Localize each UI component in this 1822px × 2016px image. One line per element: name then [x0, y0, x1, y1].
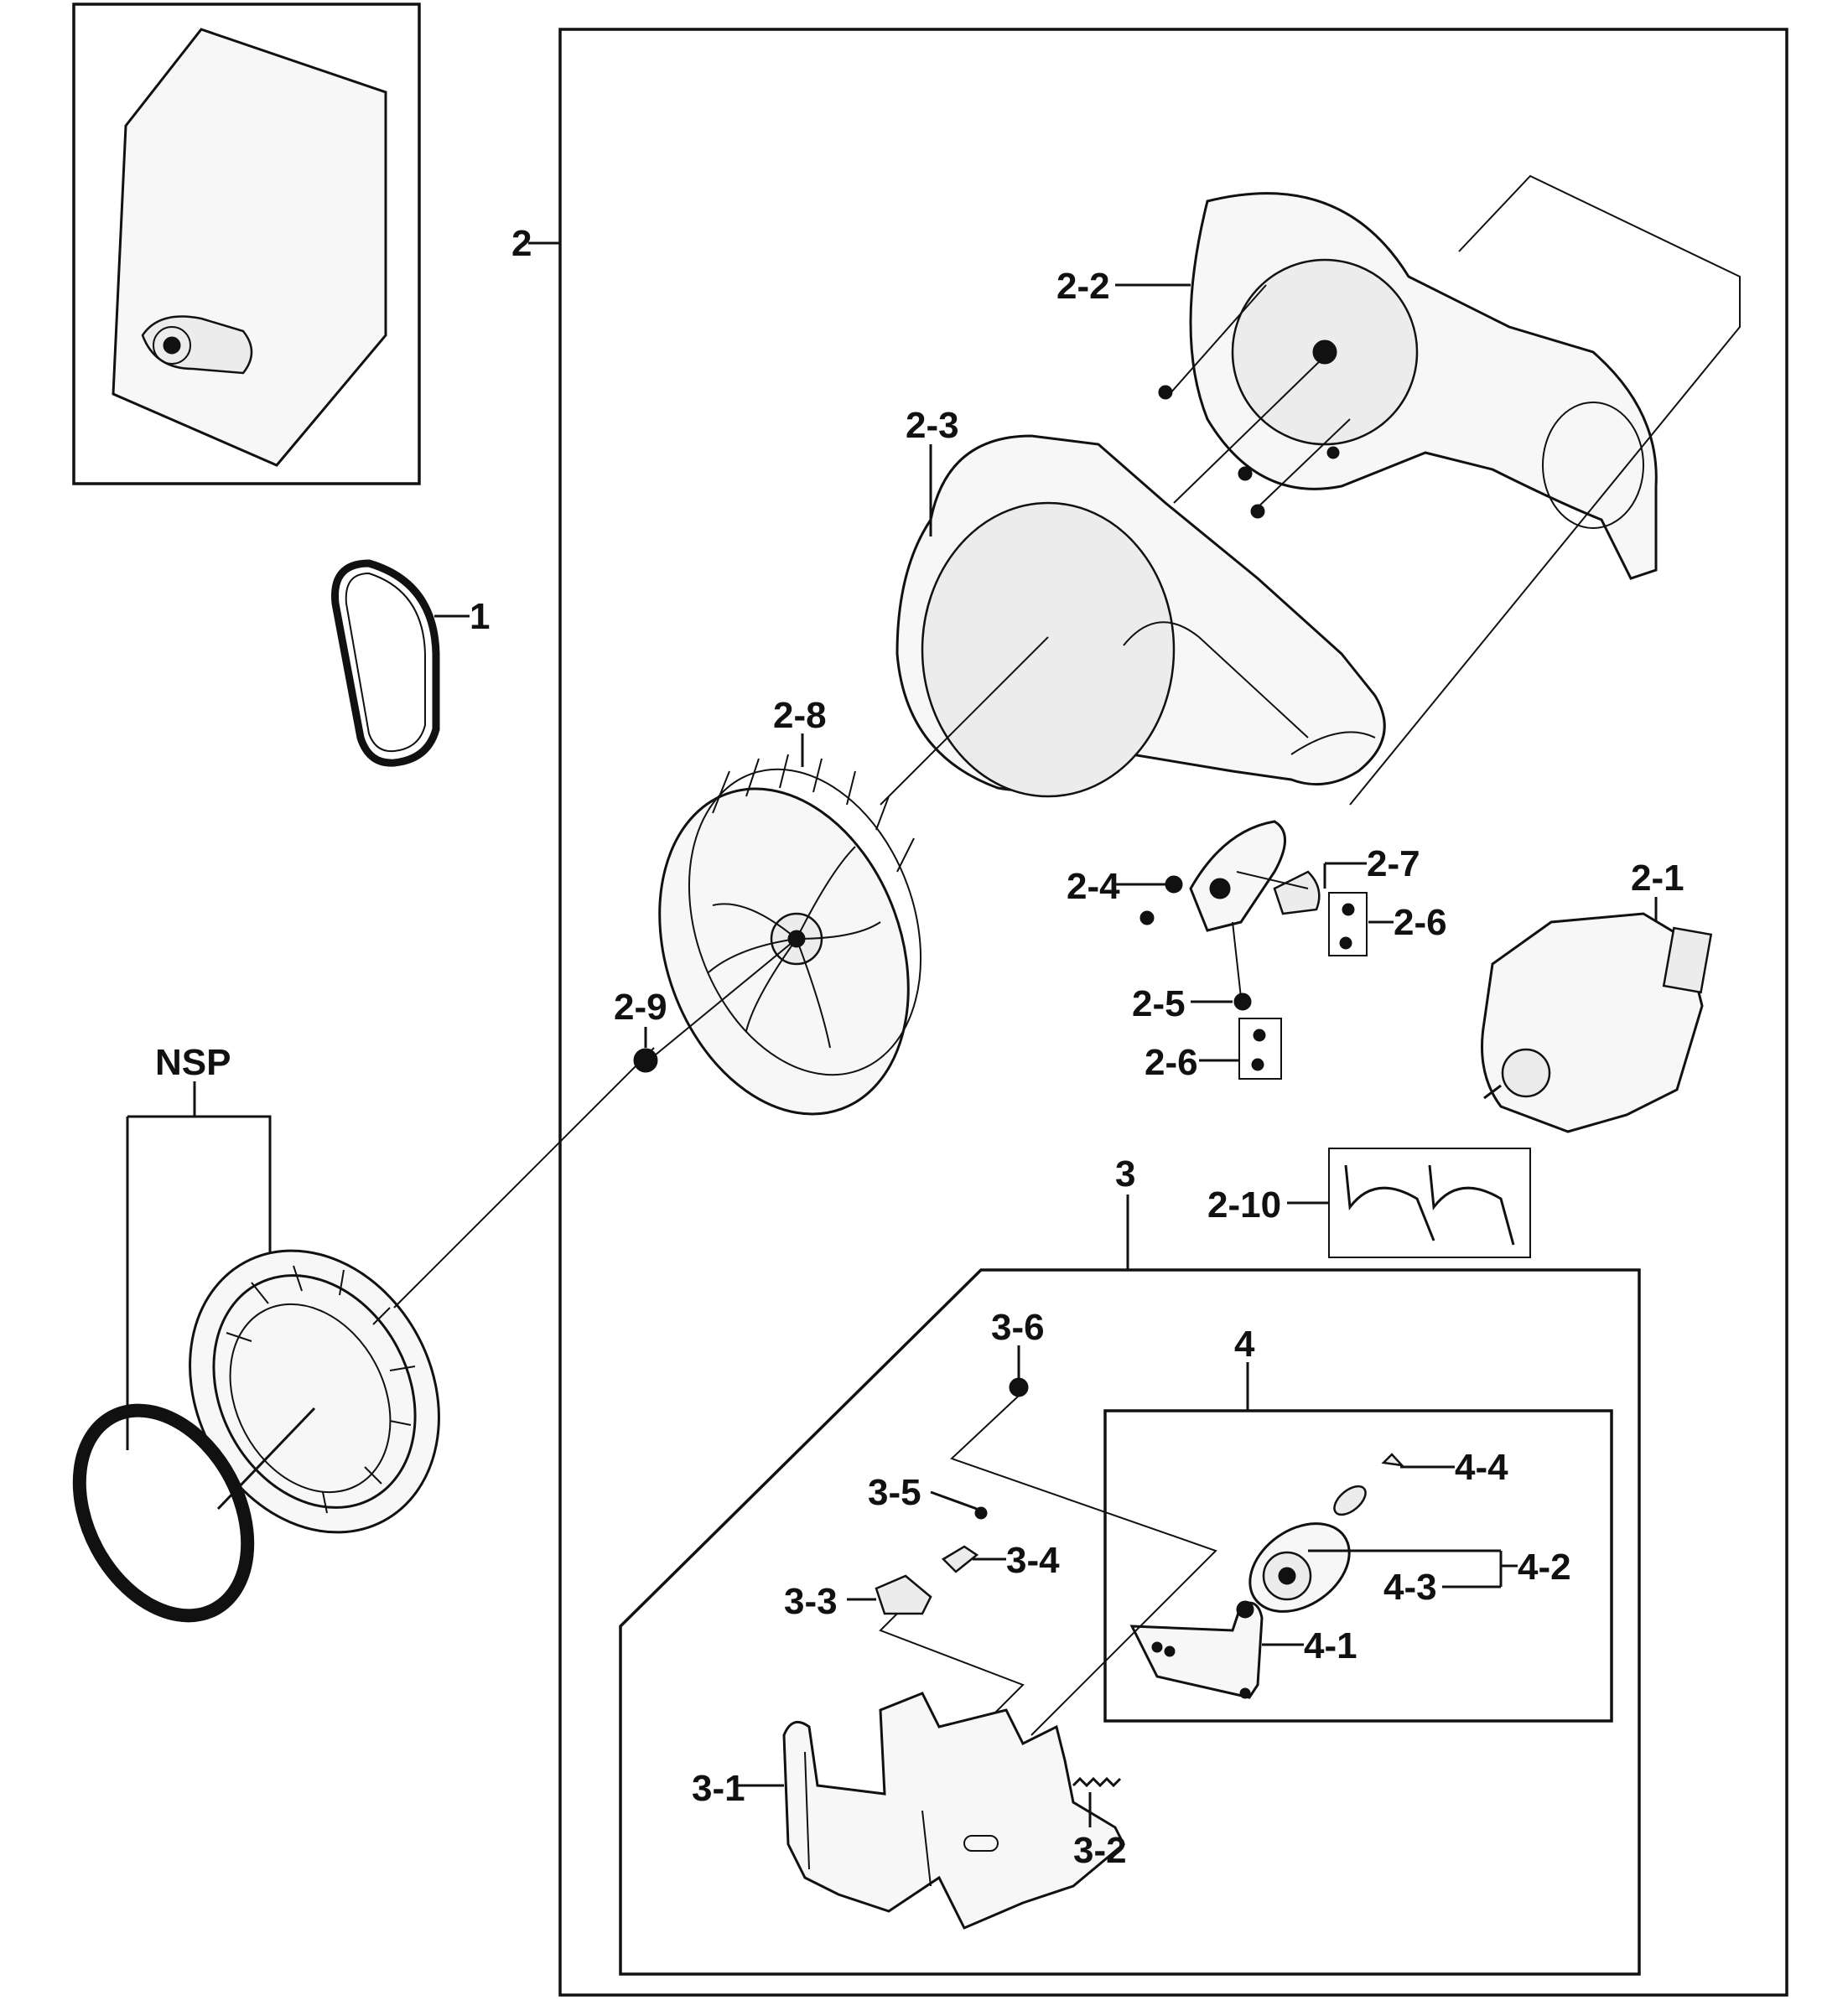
label-4-2: 4-2	[1518, 1547, 1571, 1588]
label-2-5: 2-5	[1132, 983, 1186, 1024]
front-housing-part-2-3: 2-3	[880, 405, 1386, 806]
belt-part-1: 1	[331, 559, 490, 767]
label-2-6b: 2-6	[1145, 1042, 1198, 1083]
assembly-2-frame: 2	[511, 28, 1788, 1997]
label-3-6: 3-6	[991, 1307, 1045, 1348]
label-4-3: 4-3	[1383, 1567, 1437, 1608]
clips-part-2-10: 2-10	[1207, 1148, 1531, 1258]
label-2-7: 2-7	[1367, 843, 1420, 884]
idler-bracket-group: 2-4 2-7 2-6 2-5 2-6	[1067, 820, 1447, 1083]
label-3: 3	[1115, 1153, 1135, 1195]
leader-duct-to-wheel	[393, 1047, 655, 1309]
bracket-parts-3: 3-6 3-5 3-4 3-3 3-1 3-2	[692, 1307, 1217, 1930]
label-2-10: 2-10	[1207, 1184, 1281, 1226]
blower-wheel-part-2-8: 2-8	[658, 695, 922, 1116]
label-2-8: 2-8	[773, 695, 827, 736]
label-2-9: 2-9	[614, 987, 667, 1028]
location-inset	[72, 3, 421, 485]
label-2-6a: 2-6	[1394, 902, 1447, 943]
assembly-3-frame: 3	[619, 1153, 1641, 1976]
motor-part-2-1: 2-1	[1481, 858, 1713, 1133]
label-2-1: 2-1	[1631, 858, 1684, 899]
label-2: 2	[511, 223, 532, 264]
idler-pulley-assembly: 4-4 4-3 4-2 4-1	[1129, 1447, 1571, 1699]
rear-housing-part-2-2: 2-2	[1056, 174, 1741, 806]
label-2-4: 2-4	[1067, 866, 1120, 907]
label-4: 4	[1234, 1324, 1255, 1365]
nut-part-2-9: 2-9	[614, 938, 797, 1073]
label-3-5: 3-5	[868, 1472, 921, 1513]
label-1: 1	[470, 596, 490, 637]
label-nsp: NSP	[155, 1042, 231, 1083]
nsp-duct-assembly: NSP	[72, 1042, 440, 1623]
label-4-1: 4-1	[1304, 1625, 1357, 1666]
label-4-4: 4-4	[1455, 1447, 1508, 1488]
label-3-4: 3-4	[1006, 1540, 1060, 1581]
label-3-1: 3-1	[692, 1768, 745, 1809]
label-3-3: 3-3	[784, 1581, 838, 1622]
label-3-2: 3-2	[1073, 1830, 1127, 1871]
label-2-2: 2-2	[1056, 266, 1110, 307]
inset-blower-thumbnail	[141, 315, 253, 375]
label-2-3: 2-3	[906, 405, 959, 446]
assembly-4-frame: 4	[1103, 1324, 1613, 1723]
